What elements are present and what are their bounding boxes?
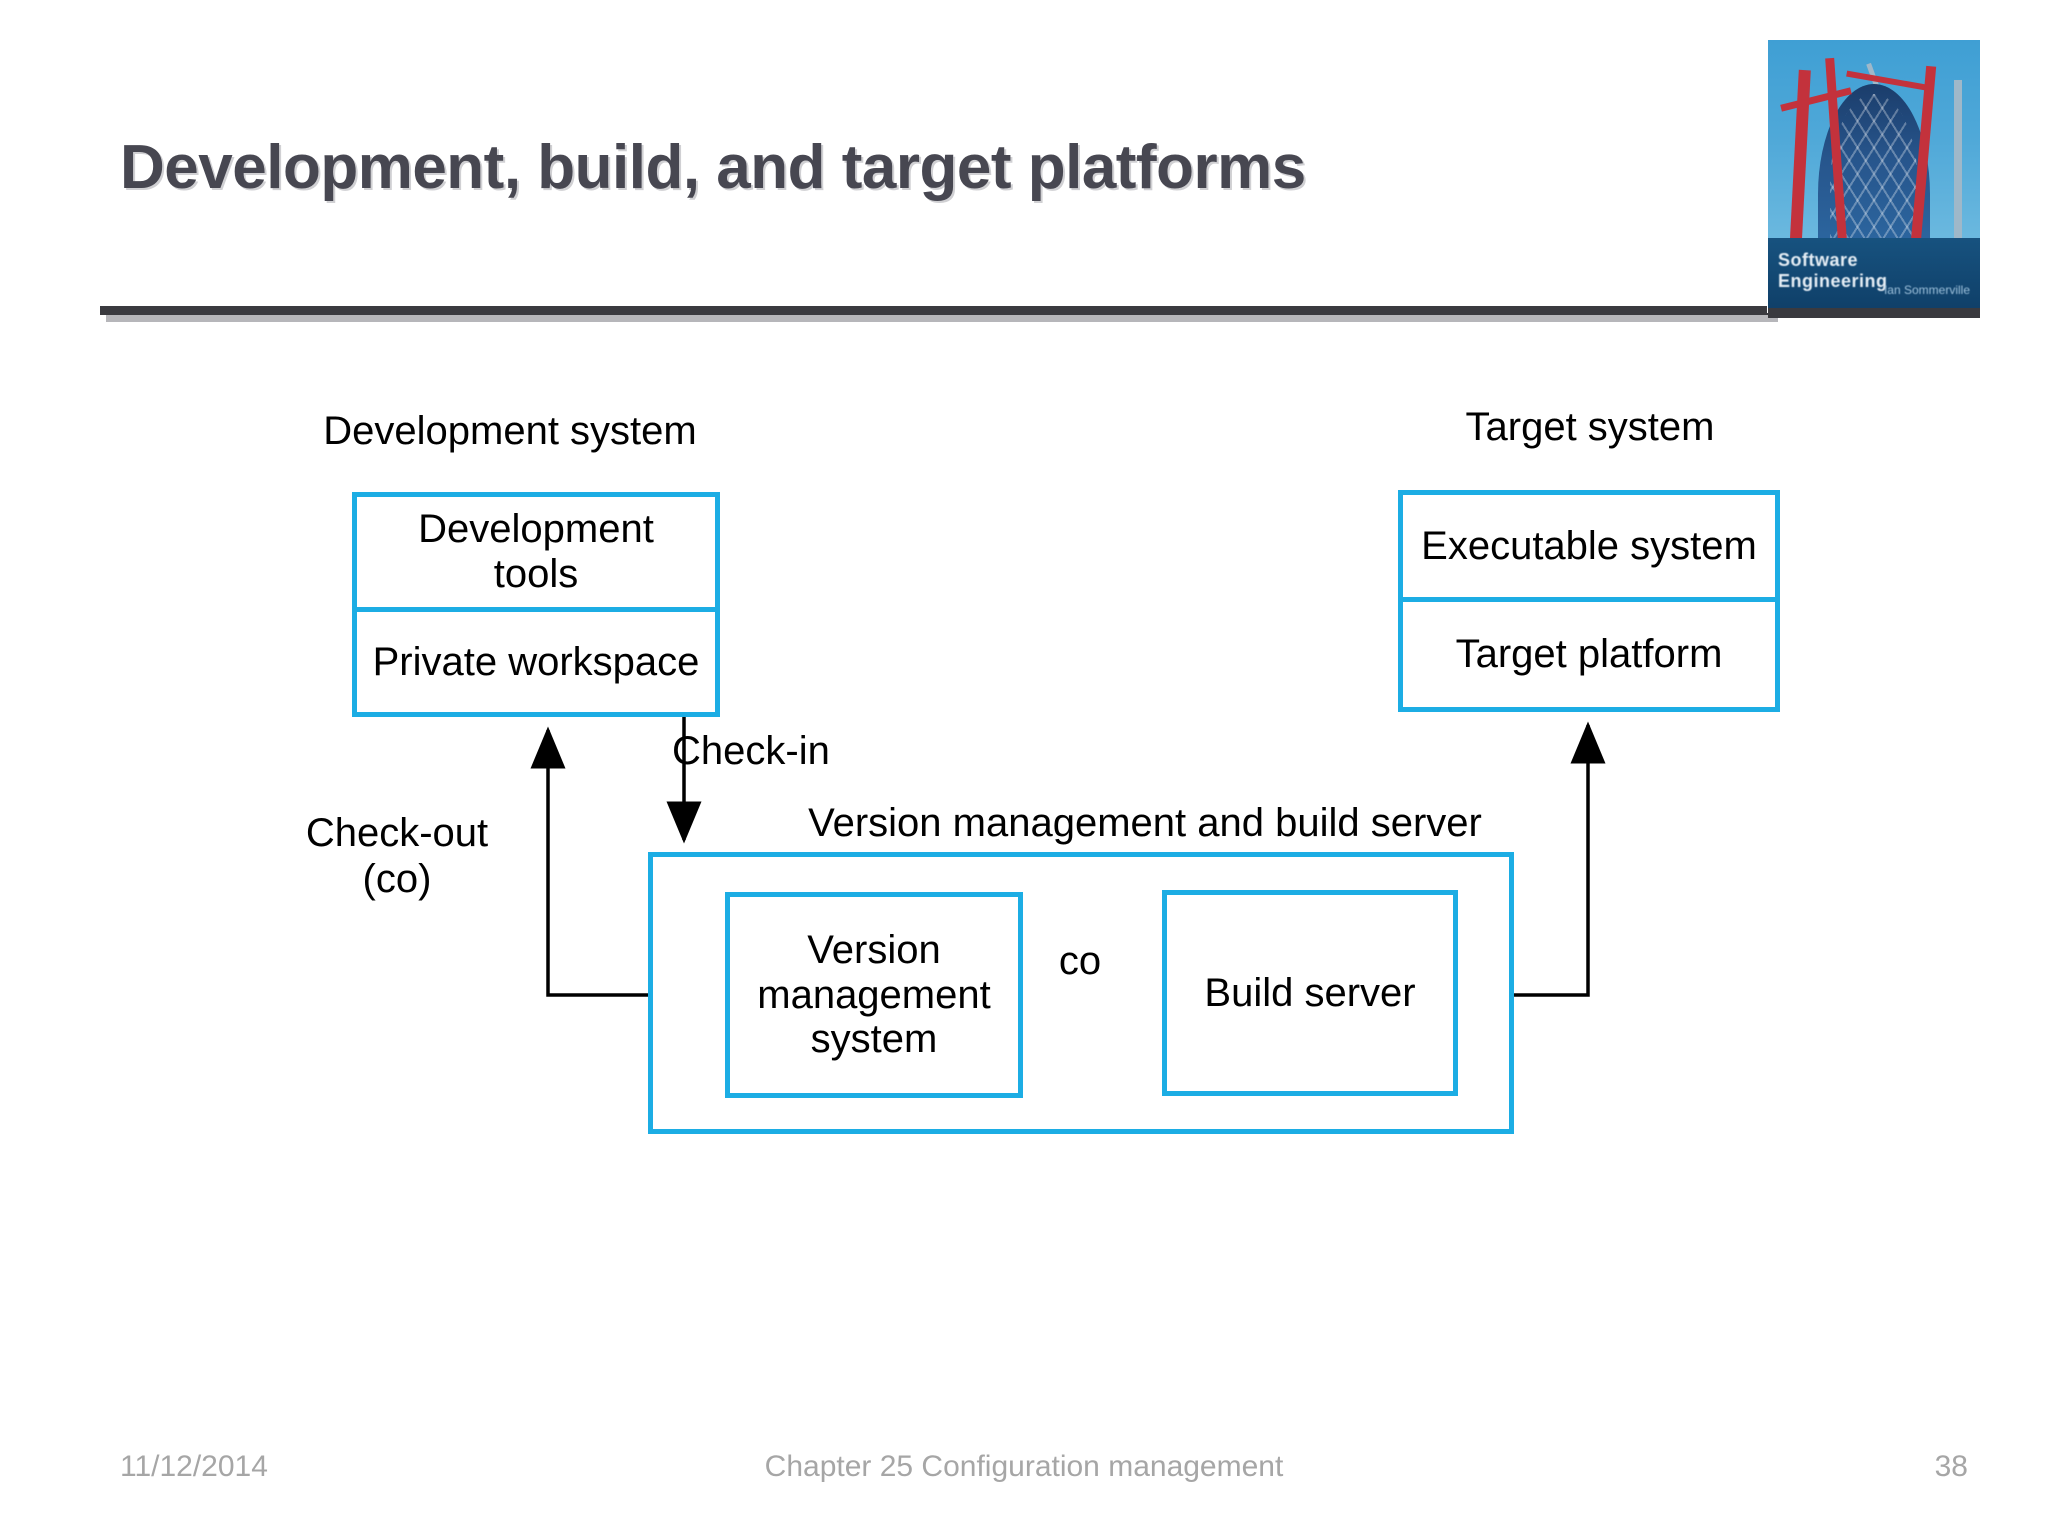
label-check-in: Check-in <box>672 729 830 773</box>
logo-cover-title: Software Engineering <box>1778 250 1888 291</box>
book-cover-logo: Software Engineering Ian Sommerville <box>1768 40 1980 312</box>
page-title: Development, build, and target platforms <box>120 133 1306 202</box>
box-target-platform[interactable]: Target platform <box>1398 602 1780 712</box>
label-development-system: Development system <box>323 409 697 453</box>
footer-page-number: 38 <box>1934 1450 1968 1483</box>
footer-chapter: Chapter 25 Configuration management <box>764 1450 1284 1483</box>
label-target-system: Target system <box>1465 405 1715 449</box>
title-divider <box>100 306 1772 315</box>
box-development-tools[interactable]: Development tools <box>352 492 720 612</box>
box-executable-system[interactable]: Executable system <box>1398 490 1780 602</box>
label-co: co <box>1058 939 1102 983</box>
logo-ground <box>1768 238 1980 312</box>
label-check-out: Check-out (co) <box>305 811 489 901</box>
box-build-server[interactable]: Build server <box>1162 890 1458 1096</box>
box-private-workspace[interactable]: Private workspace <box>352 612 720 717</box>
logo-tower-icon <box>1954 80 1962 252</box>
box-version-management-system[interactable]: Version management system <box>725 892 1023 1098</box>
label-version-management-and-build-server: Version management and build server <box>808 801 1482 845</box>
footer-date: 11/12/2014 <box>120 1450 268 1483</box>
logo-bottom-strip <box>1768 308 1980 318</box>
logo-cover-author: Ian Sommerville <box>1883 283 1970 297</box>
title-divider-shadow <box>106 315 1778 322</box>
